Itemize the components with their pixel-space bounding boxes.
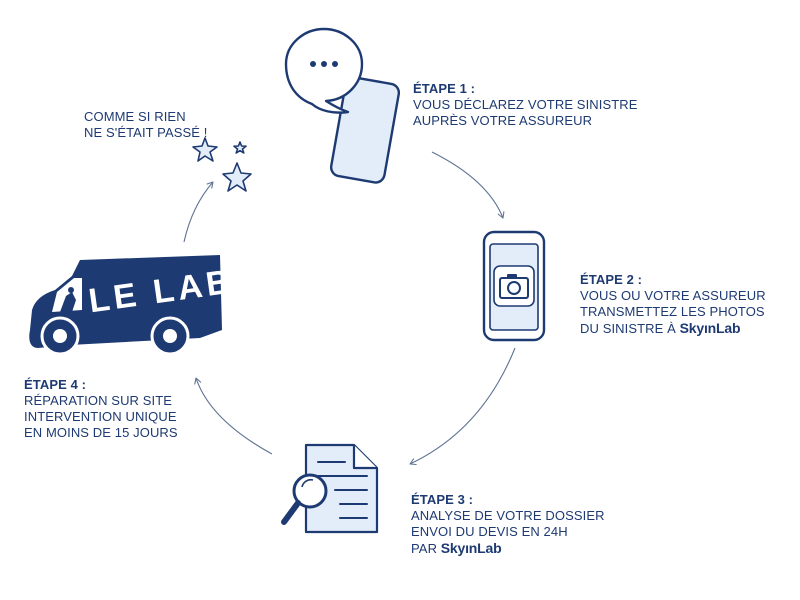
stars-icon [192, 137, 252, 192]
van-icon: LE LAB [29, 255, 237, 356]
arrow-step1-to-step2 [431, 151, 505, 219]
step-2-line-3: DU SINISTRE À SkyınLab [580, 320, 766, 337]
step-1-line-2: AUPRÈS VOTRE ASSUREUR [413, 113, 593, 128]
step-2-line-3-text: DU SINISTRE À [580, 321, 676, 336]
phone-camera-icon [482, 230, 546, 342]
brand-logo: SkyınLab [440, 540, 502, 556]
arrow-step2-to-step3 [409, 347, 516, 466]
step-4-line-2: INTERVENTION UNIQUE [24, 409, 177, 424]
step-4-title: ÉTAPE 4 : [24, 377, 87, 392]
step-3-text: ÉTAPE 3 : ANALYSE DE VOTRE DOSSIER ENVOI… [411, 492, 605, 557]
step-1-text: ÉTAPE 1 : VOUS DÉCLAREZ VOTRE SINISTRE A… [413, 81, 638, 129]
slogan: COMME SI RIEN NE S'ÉTAIT PASSÉ ! [84, 109, 208, 141]
arrow-step3-to-step4 [194, 377, 273, 455]
step-4-text: ÉTAPE 4 : RÉPARATION SUR SITE INTERVENTI… [24, 377, 178, 441]
step-3-line-3: PAR SkyınLab [411, 540, 605, 557]
smartphone-icon [329, 76, 401, 184]
step-2-line-2: TRANSMETTEZ LES PHOTOS [580, 304, 765, 319]
step-2-text: ÉTAPE 2 : VOUS OU VOTRE ASSUREUR TRANSME… [580, 272, 766, 337]
step-4-line-3: EN MOINS DE 15 JOURS [24, 425, 178, 440]
chat-bubble-icon [284, 27, 364, 114]
step-3-line-1: ANALYSE DE VOTRE DOSSIER [411, 508, 605, 523]
step-4-line-1: RÉPARATION SUR SITE [24, 393, 173, 408]
step-2-line-1: VOUS OU VOTRE ASSUREUR [580, 288, 766, 303]
step-1-title: ÉTAPE 1 : [413, 81, 476, 96]
document-search-icon [281, 443, 379, 534]
step-2-title: ÉTAPE 2 : [580, 272, 643, 287]
brand-logo: SkyınLab [679, 320, 741, 336]
cycle-arrows [183, 151, 516, 466]
slogan-line-2: NE S'ÉTAIT PASSÉ ! [84, 125, 208, 140]
step-3-line-2: ENVOI DU DEVIS EN 24H [411, 524, 568, 539]
step-1-line-1: VOUS DÉCLAREZ VOTRE SINISTRE [413, 97, 638, 112]
step-3-title: ÉTAPE 3 : [411, 492, 474, 507]
arrow-step4-to-stars [183, 181, 214, 243]
step-3-line-3-text: PAR [411, 541, 438, 556]
slogan-line-1: COMME SI RIEN [84, 109, 186, 124]
